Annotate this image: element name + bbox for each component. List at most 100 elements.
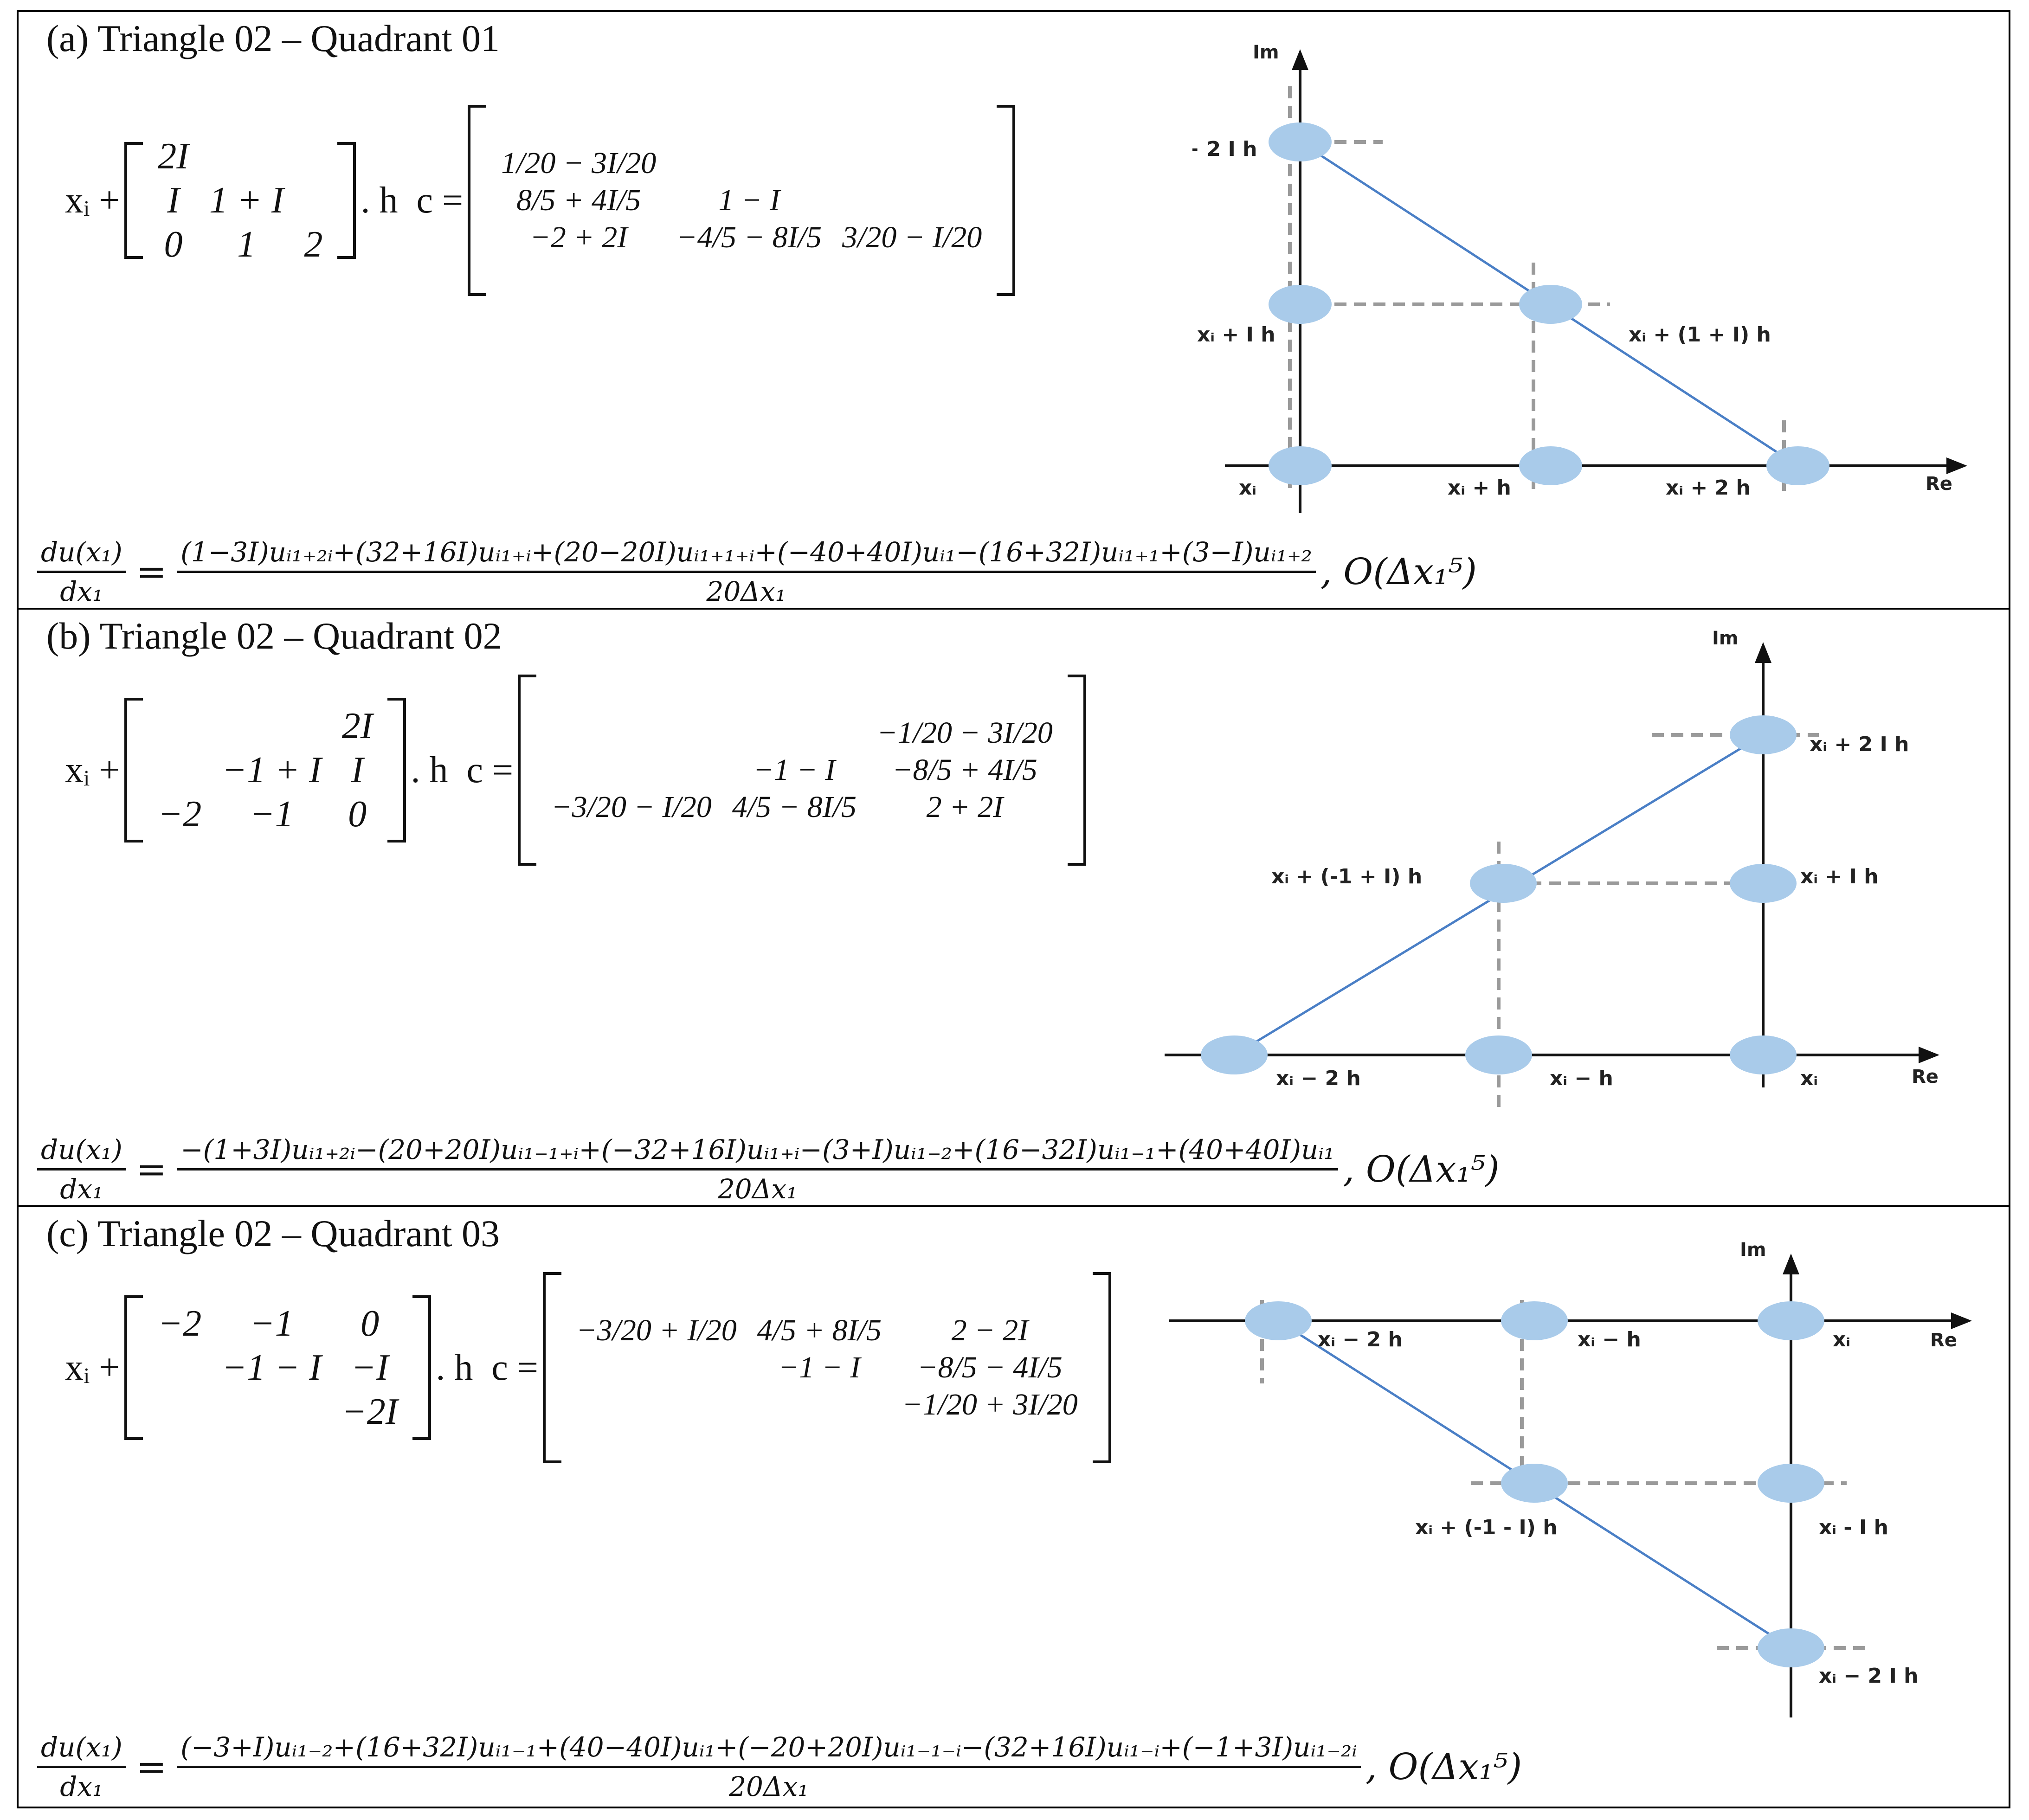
order-term: , O(Δx₁⁵) (1343, 1148, 1500, 1190)
matrix-cell: −1/20 + 3I/20 (902, 1388, 1078, 1421)
imag-axis-arrow (1783, 1254, 1799, 1274)
lhs-fraction: du(x₁) dx₁ (37, 1731, 126, 1802)
stencil-node (1758, 1301, 1824, 1340)
stencil-node (1519, 285, 1582, 324)
node-label: xᵢ (1239, 476, 1256, 500)
matrix-cell: −8/5 − 4I/5 (917, 1351, 1063, 1384)
matrix-cell (832, 145, 992, 182)
node-label: xᵢ + I h (1800, 865, 1879, 888)
imag-axis-arrow (1292, 49, 1308, 70)
coefficient-matrix: −1/20 − 3I/20 −1 − I −8/5 + 4I/5 −3/20 − … (541, 714, 1063, 826)
c-label: c = (491, 1347, 539, 1388)
matrix-cell (566, 1349, 747, 1386)
matrix-cell (541, 714, 722, 752)
matrix-cell: 2 (304, 224, 323, 265)
rhs-denominator: 20Δx₁ (706, 576, 786, 607)
left-bracket (124, 142, 143, 259)
left-bracket (518, 675, 537, 866)
matrix-cell: −3/20 − I/20 (551, 790, 712, 824)
lhs-numerator: du(x₁) (37, 536, 126, 573)
stencil-diagram: Re Im xᵢ + 2 I h xᵢ + I h xᵢ + (1 + I) h… (1192, 42, 1967, 513)
stencil-node (1245, 1301, 1312, 1340)
stencil-node (1766, 446, 1829, 485)
left-bracket (543, 1272, 562, 1463)
matrix-cell: 1 (237, 224, 256, 265)
matrix-cell: 0 (164, 224, 183, 265)
matrix-cell: −1 + I (222, 749, 322, 791)
matrix-cell: 8/5 + 4I/5 (516, 183, 641, 217)
rhs-denominator: 20Δx₁ (729, 1771, 809, 1802)
matrix-cell: 2I (341, 705, 373, 746)
lhs-fraction: du(x₁) dx₁ (37, 1134, 126, 1205)
left-bracket (124, 1295, 143, 1440)
matrix-cell (212, 704, 332, 748)
stencil-node (1201, 1035, 1268, 1074)
matrix-cell (199, 135, 294, 179)
node-label: xᵢ (1800, 1067, 1818, 1090)
node-label: xᵢ (1833, 1328, 1850, 1351)
stencil-node (1730, 715, 1797, 754)
right-bracket (412, 1295, 432, 1440)
axis-re-label: Re (1930, 1330, 1957, 1351)
right-bracket (1067, 675, 1086, 866)
lhs-fraction: du(x₁) dx₁ (37, 536, 126, 607)
matrix-cell (541, 752, 722, 789)
matrix-cell: −1/20 − 3I/20 (877, 716, 1053, 750)
matrix-cell (294, 135, 333, 179)
stencil-node (1269, 285, 1332, 324)
matrix-cell: −3/20 + I/20 (576, 1313, 737, 1347)
matrix-cell: I (351, 749, 364, 791)
matrix-cell: −1 − I (753, 753, 836, 787)
matrix-cell: 0 (361, 1303, 380, 1344)
matrix-cell: −4/5 − 8I/5 (676, 220, 822, 254)
derivative-formula: du(x₁) dx₁ = −(1+3I)uᵢ₁₊₂ᵢ−(20+20I)uᵢ₁₋₁… (37, 1134, 1500, 1205)
h-label: . h (436, 1347, 473, 1388)
node-label: xᵢ + 2 h (1666, 476, 1751, 500)
x-label: xᵢ + (65, 749, 120, 791)
right-bracket (997, 105, 1016, 296)
rhs-numerator: −(1+3I)uᵢ₁₊₂ᵢ−(20+20I)uᵢ₁₋₁₊ᵢ+(−32+16I)u… (177, 1134, 1339, 1170)
matrix-cell: −1 (250, 1303, 294, 1344)
node-label: xᵢ + (-1 - I) h (1415, 1516, 1558, 1539)
stencil-node (1465, 1035, 1532, 1074)
derivative-formula: du(x₁) dx₁ = (−3+I)uᵢ₁₋₂+(16+32I)uᵢ₁₋₁+(… (37, 1731, 1522, 1802)
axis-im-label: Im (1253, 42, 1279, 63)
matrix-cell: −2I (341, 1391, 398, 1432)
axis-im-label: Im (1712, 628, 1739, 649)
h-label: . h (411, 749, 448, 791)
rhs-numerator: (−3+I)uᵢ₁₋₂+(16+32I)uᵢ₁₋₁+(40−40I)uᵢ₁+(−… (177, 1731, 1361, 1768)
h-label: . h (361, 180, 398, 221)
matrix-cell: −8/5 + 4I/5 (892, 753, 1037, 787)
rhs-denominator: 20Δx₁ (717, 1173, 798, 1205)
matrix-cell (832, 182, 992, 219)
matrix-cell: 2I (158, 135, 189, 177)
matrix-cell (212, 1390, 332, 1434)
node-label: xᵢ − 2 h (1318, 1328, 1403, 1351)
matrix-cell: 4/5 + 8I/5 (757, 1313, 882, 1347)
stencil-diagram: Re Im xᵢ + 2 I h xᵢ + (-1 + I) h xᵢ + I … (1165, 628, 1939, 1111)
imag-axis-arrow (1755, 642, 1771, 663)
matrix-cell: 4/5 − 8I/5 (732, 790, 857, 824)
matrix-cell (148, 1346, 212, 1390)
matrix-cell: I (167, 180, 180, 221)
x-label: xᵢ + (65, 1347, 120, 1388)
equals-sign: = (136, 551, 167, 593)
c-label: c = (466, 749, 514, 791)
matrix-cell (666, 145, 832, 182)
x-label: xᵢ + (65, 180, 120, 221)
matrix-cell (148, 748, 212, 792)
order-term: , O(Δx₁⁵) (1365, 1746, 1522, 1788)
matrix-cell: −I (351, 1347, 389, 1388)
matrix-cell: 1/20 − 3I/20 (501, 146, 657, 180)
lhs-denominator: dx₁ (60, 1771, 103, 1802)
node-label: xᵢ + I h (1197, 323, 1275, 347)
lhs-numerator: du(x₁) (37, 1134, 126, 1170)
stencil-node (1269, 446, 1332, 485)
node-label: xᵢ − h (1550, 1067, 1613, 1090)
stencil-node (1269, 122, 1332, 161)
right-bracket (337, 142, 356, 259)
axis-im-label: Im (1740, 1239, 1766, 1260)
matrix-cell: 3/20 − I/20 (842, 220, 982, 254)
